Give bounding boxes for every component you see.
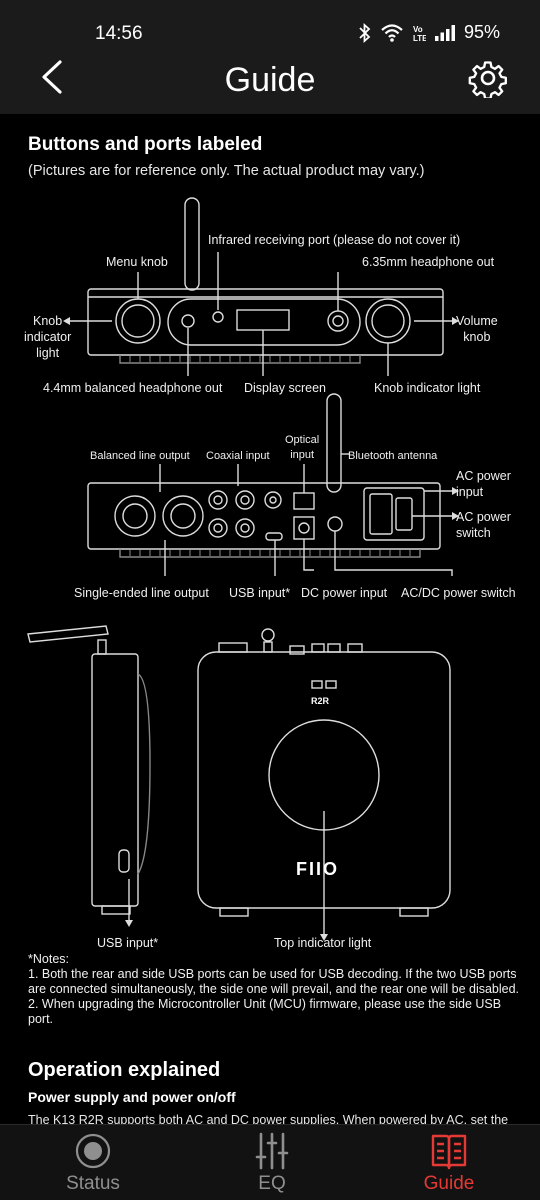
wifi-icon	[381, 23, 403, 42]
label-top-indicator: Top indicator light	[274, 936, 372, 950]
svg-text:FIIO: FIIO	[296, 859, 339, 879]
label-coaxial-input: Coaxial input	[206, 450, 270, 462]
label-menu-knob: Menu knob	[106, 255, 168, 269]
guide-content[interactable]: Buttons and ports labeled (Pictures are …	[0, 114, 540, 1124]
operation-title: Operation explained	[28, 1059, 221, 1081]
book-icon	[431, 1134, 467, 1170]
chevron-left-icon[interactable]	[36, 60, 76, 100]
label-headphone-635: 6.35mm headphone out	[362, 255, 495, 269]
nav-guide[interactable]: Guide	[389, 1125, 509, 1200]
power-title: Power supply and power on/off	[28, 1089, 236, 1105]
section-title: Buttons and ports labeled	[28, 134, 263, 155]
svg-text:R2R: R2R	[311, 696, 330, 706]
nav-status-label: Status	[66, 1173, 120, 1194]
notes: *Notes: 1. Both the rear and side USB po…	[28, 952, 523, 1027]
bottom-nav: Status EQ Guide	[0, 1124, 540, 1200]
label-knob-indicator-right: Knob indicator light	[374, 381, 481, 395]
nav-eq[interactable]: EQ	[212, 1125, 332, 1200]
bluetooth-icon	[359, 22, 371, 43]
label-balanced-44: 4.4mm balanced headphone out	[43, 381, 223, 395]
page-title: Guide	[224, 61, 316, 99]
status-time: 14:56	[95, 23, 143, 44]
label-knob-indicator-left: Knob indicator light	[24, 314, 72, 360]
eq-sliders-icon	[255, 1132, 289, 1170]
device-diagram: FIIO R2R	[27, 197, 459, 941]
nav-status[interactable]: Status	[33, 1125, 153, 1200]
battery-level: 95%	[463, 22, 500, 42]
label-single-ended-output: Single-ended line output	[74, 586, 209, 600]
svg-text:Vo: Vo	[413, 25, 423, 34]
notes-heading: *Notes:	[28, 952, 69, 966]
label-ac-power-input: AC power input	[456, 469, 511, 499]
power-text: The K13 R2R supports both AC and DC powe…	[28, 1113, 509, 1124]
label-bluetooth-antenna: Bluetooth antenna	[348, 450, 438, 462]
nav-eq-label: EQ	[258, 1173, 286, 1194]
note-1: 1. Both the rear and side USB ports can …	[28, 967, 520, 996]
signal-icon	[434, 24, 455, 41]
note-2: 2. When upgrading the Microcontroller Un…	[28, 997, 502, 1026]
label-usb-input-rear: USB input*	[229, 586, 291, 600]
label-usb-input-side: USB input*	[97, 936, 159, 950]
app-bar: Guide	[0, 60, 540, 114]
label-dc-power-input: DC power input	[301, 586, 388, 600]
svg-text:LTE: LTE	[413, 34, 426, 43]
disclaimer: (Pictures are for reference only. The ac…	[28, 163, 425, 179]
label-infrared-port: Infrared receiving port (please do not c…	[208, 233, 461, 247]
label-balanced-line-output: Balanced line output	[90, 450, 190, 462]
gear-icon[interactable]	[468, 58, 508, 98]
status-icon	[75, 1133, 111, 1169]
status-icons: Vo LTE 95%	[358, 22, 500, 43]
label-ac-power-switch: AC power switch	[456, 510, 511, 540]
nav-guide-label: Guide	[423, 1173, 475, 1194]
volte-icon: Vo LTE	[413, 25, 426, 43]
label-optical-input: Optical input	[285, 434, 320, 461]
label-display-screen: Display screen	[244, 381, 326, 395]
label-volume-knob: Volume knob	[456, 314, 498, 344]
label-acdc-switch: AC/DC power switch	[401, 586, 516, 600]
status-bar: 14:56 Vo LTE 95%	[0, 0, 540, 60]
